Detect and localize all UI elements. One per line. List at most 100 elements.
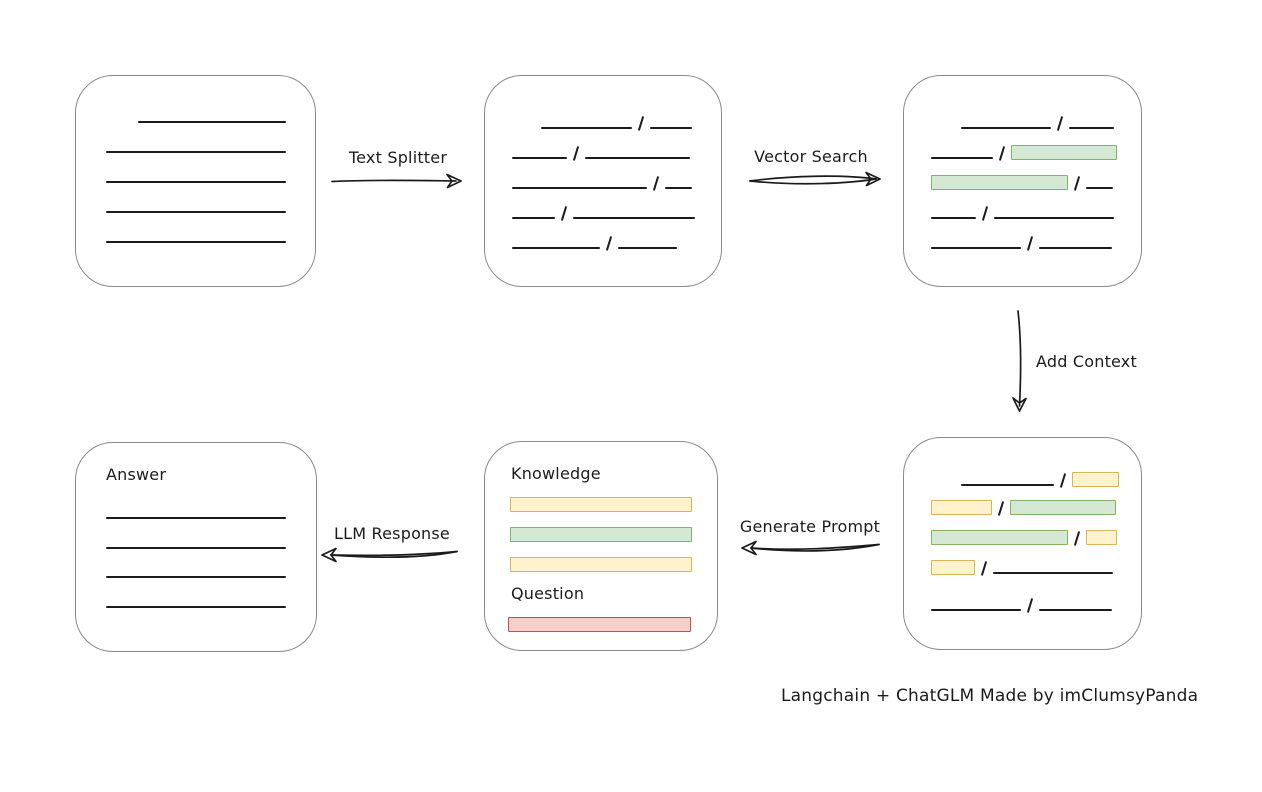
yellow-highlight-chip xyxy=(1086,530,1118,545)
text-line xyxy=(931,157,993,159)
slash-separator xyxy=(980,561,988,576)
green-highlight-chip xyxy=(931,175,1068,190)
text-row xyxy=(961,469,1120,488)
text-line xyxy=(1086,187,1114,189)
vector-search-label: Vector Search xyxy=(754,147,868,166)
slash-separator xyxy=(1026,236,1034,251)
text-line xyxy=(993,572,1114,574)
text-line xyxy=(512,157,567,159)
text-line xyxy=(994,217,1115,219)
text-line xyxy=(106,151,286,153)
vector-search-arrow xyxy=(749,171,881,187)
slash-separator xyxy=(1026,598,1034,613)
text-row xyxy=(931,202,1115,221)
green-highlight-chip xyxy=(1011,145,1118,160)
text-line xyxy=(106,181,286,183)
prompt-box: Knowledge Question xyxy=(484,441,718,651)
text-row xyxy=(931,172,1114,191)
llm-response-arrow xyxy=(321,547,458,563)
text-row xyxy=(106,502,286,520)
slash-separator xyxy=(1056,116,1064,131)
slash-separator xyxy=(1073,176,1081,191)
text-row xyxy=(512,172,693,191)
text-splitter-arrow xyxy=(331,173,462,189)
text-line xyxy=(931,247,1021,249)
slash-separator xyxy=(997,501,1005,516)
text-row xyxy=(512,232,678,251)
yellow-highlight-chip xyxy=(510,497,692,512)
text-line xyxy=(931,217,976,219)
text-line xyxy=(931,609,1021,611)
text-line xyxy=(512,217,555,219)
answer-heading: Answer xyxy=(106,465,167,484)
text-line xyxy=(1039,247,1113,249)
add-context-arrow xyxy=(1012,310,1027,412)
text-line xyxy=(106,211,286,213)
slash-separator xyxy=(1059,473,1067,488)
text-line xyxy=(573,217,696,219)
context-box xyxy=(903,437,1142,650)
text-line xyxy=(541,127,632,129)
text-row xyxy=(106,561,286,579)
text-row xyxy=(106,166,286,184)
knowledge-heading: Knowledge xyxy=(511,464,601,483)
slash-separator xyxy=(637,116,645,131)
slash-separator xyxy=(981,206,989,221)
generate-prompt-label: Generate Prompt xyxy=(739,517,881,536)
text-line xyxy=(961,127,1051,129)
text-row xyxy=(138,106,286,124)
text-row xyxy=(931,232,1113,251)
text-row xyxy=(106,226,286,244)
text-line xyxy=(585,157,691,159)
green-highlight-chip xyxy=(1010,500,1117,515)
text-row xyxy=(510,554,692,572)
answer-box: Answer xyxy=(75,442,317,652)
yellow-highlight-chip xyxy=(931,560,975,575)
slash-separator xyxy=(560,206,568,221)
text-line xyxy=(106,517,286,519)
text-row xyxy=(512,202,696,221)
document-box xyxy=(75,75,316,287)
text-line xyxy=(1039,609,1113,611)
red-highlight-chip xyxy=(508,617,691,632)
text-row xyxy=(510,494,692,512)
text-row xyxy=(508,614,691,632)
text-line xyxy=(665,187,693,189)
text-line xyxy=(1069,127,1115,129)
text-line xyxy=(106,606,286,608)
question-heading: Question xyxy=(511,584,585,603)
split-chunks-box xyxy=(484,75,722,287)
generate-prompt-arrow xyxy=(741,540,880,556)
text-row xyxy=(510,524,692,542)
slash-separator xyxy=(998,146,1006,161)
llm-response-label: LLM Response xyxy=(334,524,450,543)
slash-separator xyxy=(572,146,580,161)
text-row xyxy=(106,136,286,154)
text-line xyxy=(106,576,286,578)
text-line xyxy=(512,247,600,249)
text-row xyxy=(106,532,286,550)
green-highlight-chip xyxy=(510,527,692,542)
add-context-label: Add Context xyxy=(1036,352,1137,371)
text-row xyxy=(541,112,693,131)
yellow-highlight-chip xyxy=(931,500,992,515)
text-row xyxy=(931,142,1118,161)
text-splitter-label: Text Splitter xyxy=(348,148,448,167)
text-line xyxy=(650,127,693,129)
text-line xyxy=(106,241,286,243)
yellow-highlight-chip xyxy=(510,557,692,572)
text-row xyxy=(106,591,286,609)
yellow-highlight-chip xyxy=(1072,472,1120,487)
text-row xyxy=(512,142,691,161)
text-row xyxy=(931,594,1113,613)
text-line xyxy=(106,547,286,549)
text-line xyxy=(138,121,286,123)
text-line xyxy=(961,484,1054,486)
vector-match-box xyxy=(903,75,1142,287)
text-row xyxy=(931,557,1114,576)
slash-separator xyxy=(605,236,613,251)
text-row xyxy=(106,196,286,214)
text-line xyxy=(618,247,678,249)
diagram-caption: Langchain + ChatGLM Made by imClumsyPand… xyxy=(781,686,1199,706)
